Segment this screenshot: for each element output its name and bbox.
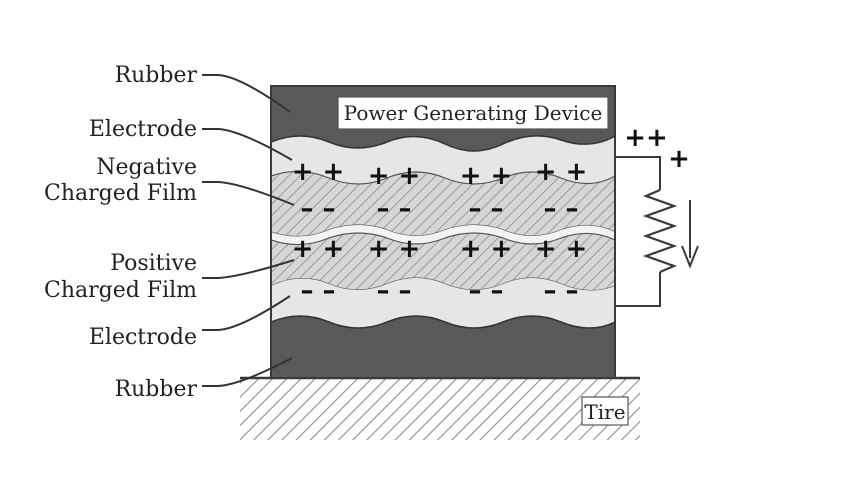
svg-text:+ +: + + — [535, 157, 588, 187]
label-positive-film-2: Charged Film — [44, 278, 197, 303]
svg-text:– –: – – — [376, 194, 411, 224]
bottom-electrode-minus-charges: – – – – – – – – — [300, 276, 578, 306]
svg-text:+ +: + + — [368, 161, 421, 191]
title-box — [337, 96, 609, 130]
circuit-plus-pair: ++ — [624, 123, 668, 153]
svg-text:– –: – – — [300, 276, 335, 306]
tire-ground — [240, 378, 640, 440]
label-rubber-top: Rubber — [115, 63, 198, 88]
svg-text:– –: – – — [300, 194, 335, 224]
svg-text:+ +: + + — [292, 234, 345, 264]
label-positive-film-1: Positive — [110, 251, 197, 276]
svg-text:– –: – – — [468, 276, 503, 306]
label-negative-film-1: Negative — [96, 155, 197, 180]
label-electrode-bottom: Electrode — [89, 325, 197, 350]
svg-text:– –: – – — [468, 194, 503, 224]
svg-text:+ +: + + — [460, 234, 513, 264]
svg-text:– –: – – — [543, 194, 578, 224]
positive-film-plus-charges: + + + + + + + + — [292, 234, 588, 264]
external-circuit — [615, 156, 678, 307]
svg-text:– –: – – — [376, 276, 411, 306]
top-electrode-plus-charges: + + + + + + + + — [292, 157, 588, 191]
device-outline — [270, 85, 616, 379]
layer-labels: Rubber Electrode Negative Charged Film P… — [44, 63, 197, 402]
circuit-plus: + — [668, 144, 690, 174]
film-gap — [271, 225, 615, 245]
label-electrode-top: Electrode — [89, 117, 197, 142]
leader-lines — [202, 74, 295, 387]
current-arrow — [681, 200, 699, 269]
negative-film-minus-charges: – – – – – – – – — [300, 194, 578, 224]
label-rubber-bottom: Rubber — [115, 377, 198, 402]
tire-label: Tire — [584, 400, 625, 424]
device-title: Power Generating Device — [344, 101, 603, 125]
svg-text:+ +: + + — [368, 234, 421, 264]
bottom-rubber — [271, 315, 615, 378]
svg-text:– –: – – — [543, 276, 578, 306]
tire-label-box — [581, 396, 629, 426]
svg-text:+ +: + + — [292, 157, 345, 187]
device-stack — [271, 86, 615, 378]
label-negative-film-2: Charged Film — [44, 181, 197, 206]
svg-text:+ +: + + — [535, 234, 588, 264]
svg-text:+ +: + + — [460, 161, 513, 191]
